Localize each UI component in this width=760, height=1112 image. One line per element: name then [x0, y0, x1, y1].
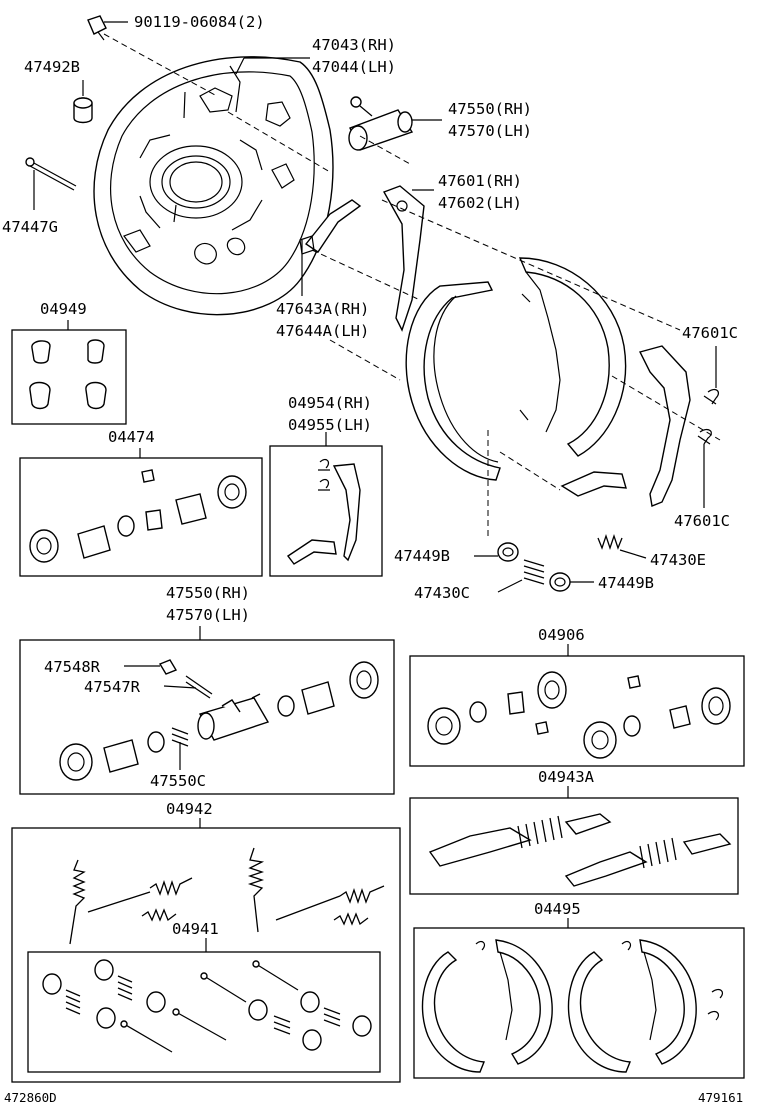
kit-box-04941	[27, 951, 381, 1073]
callout-47601c-top: 47601C	[682, 324, 738, 342]
plug-illustration	[73, 97, 93, 124]
callout-47601-rh: 47601(RH)	[438, 172, 522, 190]
kit-04495-parts	[421, 939, 724, 1073]
callout-04949: 04949	[40, 300, 87, 318]
kit-box-04949	[11, 329, 127, 425]
callout-47548r: 47548R	[44, 658, 101, 676]
kit-04949-parts	[29, 339, 107, 410]
kit-04941-parts	[42, 959, 372, 1053]
kit-04942-parts	[69, 847, 385, 945]
brake-shoe-illustration	[311, 135, 721, 540]
kit-box-04954	[269, 445, 383, 577]
bolt-illustration	[87, 15, 107, 41]
kit-box-04474	[19, 457, 263, 577]
callout-47643a-rh: 47643A(RH)	[276, 300, 369, 318]
callout-47547r: 47547R	[84, 678, 141, 696]
kit-47550-parts	[59, 659, 379, 781]
kit-box-04942	[11, 827, 401, 1083]
backing-plate-illustration	[93, 33, 334, 316]
kit-box-04495	[413, 927, 745, 1079]
kit-box-04906	[409, 655, 745, 767]
kit-box-47550	[19, 639, 395, 795]
callout-47601c-bottom: 47601C	[674, 512, 730, 530]
callout-04474: 04474	[108, 428, 155, 446]
footer-right-code: 479161	[698, 1090, 743, 1105]
callout-04954-rh: 04954(RH)	[288, 394, 372, 412]
callout-47550-rh-kit: 47550(RH)	[166, 584, 250, 602]
callout-04943a: 04943A	[538, 768, 595, 786]
callout-47447g: 47447G	[2, 218, 58, 236]
callout-47570-lh-kit: 47570(LH)	[166, 606, 250, 624]
clip-illustration	[697, 388, 720, 445]
callout-04941: 04941	[172, 920, 219, 938]
wheel-cylinder-illustration	[348, 96, 414, 151]
callout-47449b-left: 47449B	[394, 547, 450, 565]
callout-47570-lh-top: 47570(LH)	[448, 122, 532, 140]
spring-washer-illustration	[497, 533, 623, 592]
callout-04955-lh: 04955(LH)	[288, 416, 372, 434]
callout-04495: 04495	[534, 900, 581, 918]
kit-04943A-parts	[428, 813, 732, 887]
callout-47430e: 47430E	[650, 551, 706, 569]
callout-90119-06084: 90119-06084(2)	[134, 13, 265, 31]
lever-bracket-illustration	[299, 185, 425, 332]
callout-47644a-lh: 47644A(LH)	[276, 322, 369, 340]
callout-47044-lh: 47044(LH)	[312, 58, 396, 76]
callout-47602-lh: 47602(LH)	[438, 194, 522, 212]
callout-47550c: 47550C	[150, 772, 206, 790]
callout-47492b: 47492B	[24, 58, 80, 76]
footer-left-code: 472860D	[4, 1090, 57, 1105]
callout-47430c: 47430C	[414, 584, 470, 602]
callout-04906: 04906	[538, 626, 585, 644]
kit-04906-parts	[427, 671, 731, 759]
leader-lines	[33, 21, 717, 952]
kit-04474-parts	[29, 469, 247, 563]
callout-47550-rh-top: 47550(RH)	[448, 100, 532, 118]
callout-47043-rh: 47043(RH)	[312, 36, 396, 54]
callout-47449b-right: 47449B	[598, 574, 654, 592]
pin-illustration	[25, 157, 77, 191]
kit-box-04943A	[409, 797, 739, 895]
kit-04954-parts	[286, 458, 361, 565]
callout-04942: 04942	[166, 800, 213, 818]
